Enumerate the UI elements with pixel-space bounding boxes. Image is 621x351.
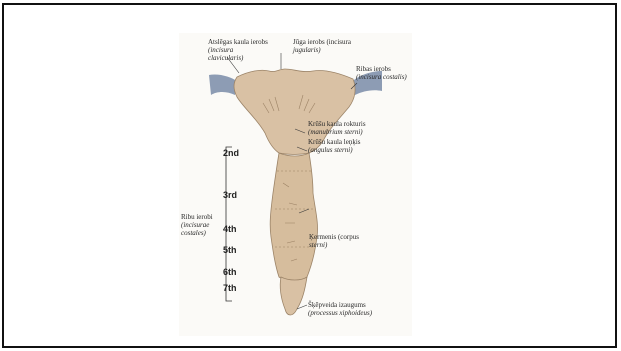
xiphoid-process [280, 277, 307, 315]
rib-label-2nd: 2nd [223, 148, 239, 158]
rib-label-4th: 4th [223, 224, 237, 234]
slide-frame: Atslēgas kaula ierobs (incisura clavicul… [2, 3, 617, 348]
rib-label-5th: 5th [223, 245, 237, 255]
label-sternum-body: Ķermenis (corpus sterni) [309, 233, 359, 249]
sternum-body [270, 153, 317, 282]
rib-label-3rd: 3rd [223, 190, 237, 200]
label-sternal-angle: Krūšu kaula leņķis (angulus sterni) [308, 138, 361, 154]
left-clavicle [209, 74, 237, 95]
label-xiphoid-process: Šķēpveida izaugums (processus xiphoideus… [308, 301, 372, 317]
label-costal-notch: Ribas ierobs (incisura costalis) [356, 65, 407, 81]
rib-label-7th: 7th [223, 283, 237, 293]
rib-label-6th: 6th [223, 267, 237, 277]
label-manubrium: Krūšu kaula rokturis (manubrium sterni) [308, 120, 366, 136]
label-costal-notches: Ribu ierobi (incisurae costales) [181, 213, 213, 237]
label-clavicular-notch: Atslēgas kaula ierobs (incisura clavicul… [208, 38, 268, 62]
label-jugular-notch: Jūga ierobs (incisura jugularis) [293, 38, 351, 54]
